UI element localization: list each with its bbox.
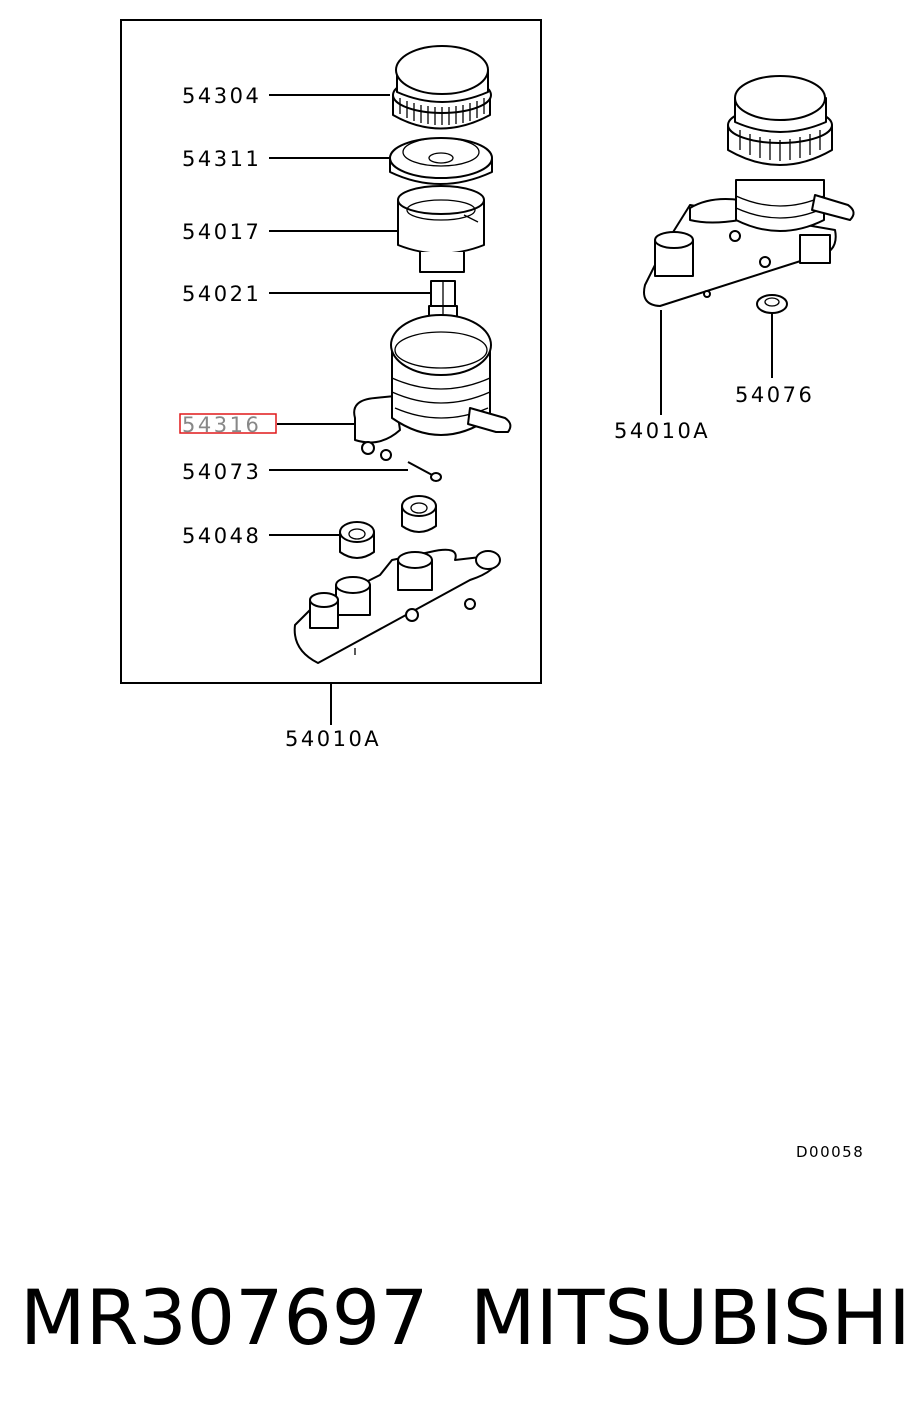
label-54010a-right[interactable]: 54010A (614, 419, 710, 443)
label-54017[interactable]: 54017 (182, 220, 261, 244)
master-cylinder-54010a-left (293, 548, 501, 664)
label-54021[interactable]: 54021 (182, 282, 261, 306)
reservoir-tank-54316 (353, 314, 512, 461)
assembled-cylinder-right (643, 75, 855, 314)
cap-54304 (392, 45, 492, 130)
drawing-code: D00058 (796, 1143, 864, 1161)
label-54073[interactable]: 54073 (182, 460, 261, 484)
strainer-54017 (397, 185, 485, 273)
label-54311[interactable]: 54311 (182, 147, 261, 171)
pin-54073 (407, 461, 442, 482)
grommet-54048 (339, 495, 437, 559)
label-54316-highlighted[interactable]: 54316 (182, 413, 261, 437)
part-number: MR307697 (20, 1273, 429, 1362)
highlight-box-54316 (179, 413, 277, 434)
ring-54311 (389, 137, 493, 185)
label-54076[interactable]: 54076 (735, 383, 814, 407)
label-54304[interactable]: 54304 (182, 84, 261, 108)
parts-diagram: 54304 54311 54017 54021 54316 54073 5404… (120, 19, 864, 1161)
footer: MR307697 MITSUBISHI (0, 1268, 909, 1378)
label-54048[interactable]: 54048 (182, 524, 261, 548)
label-54010a-left[interactable]: 54010A (285, 727, 381, 751)
brand-name: MITSUBISHI (470, 1273, 909, 1362)
